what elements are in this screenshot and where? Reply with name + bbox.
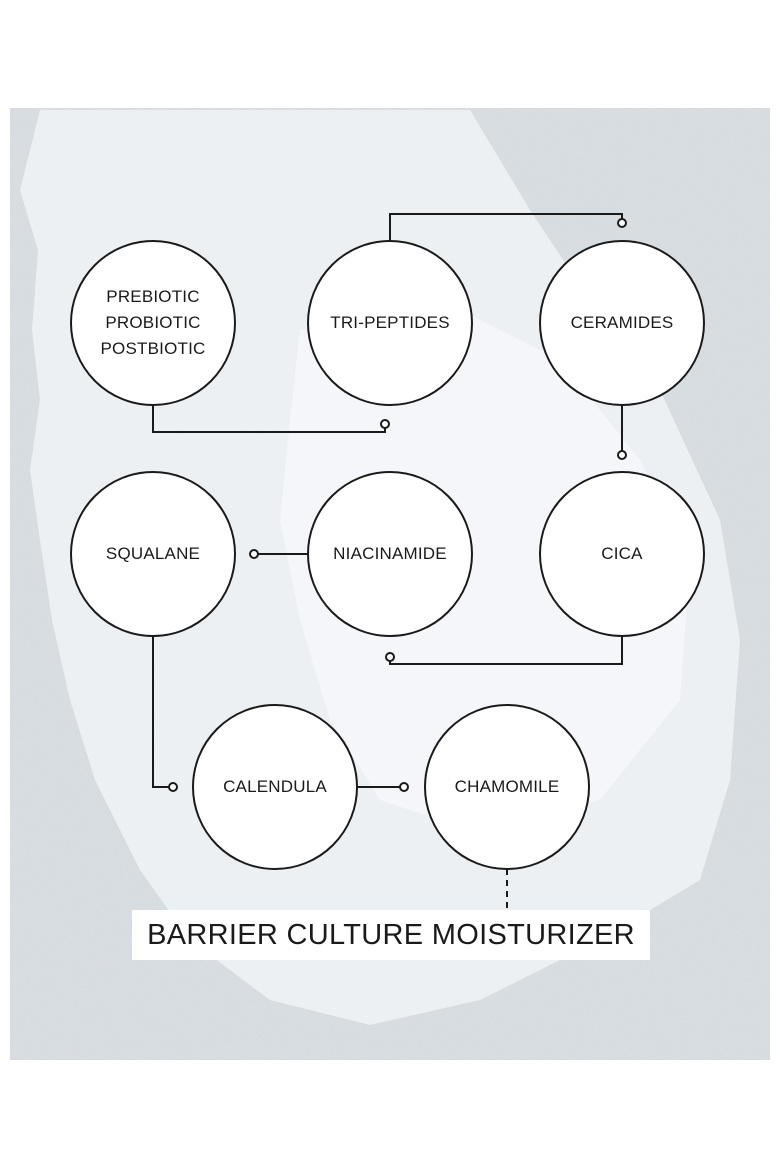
node-label-line: PREBIOTIC <box>106 287 200 306</box>
connector-dot-tri-peptides <box>380 419 390 429</box>
connector-dot-cica <box>617 450 627 460</box>
connector-dot-chamomile <box>399 782 409 792</box>
node-label-line: CHAMOMILE <box>454 777 560 796</box>
node-calendula <box>192 704 358 870</box>
node-niacinamide <box>307 471 473 637</box>
node-label-line: PROBIOTIC <box>105 313 201 332</box>
connector-dot-squalane <box>249 549 259 559</box>
node-label-line: CERAMIDES <box>570 313 674 332</box>
node-label-chamomile: CHAMOMILE <box>425 705 589 869</box>
node-label-line: CICA <box>601 544 643 563</box>
node-label-niacinamide: NIACINAMIDE <box>308 472 472 636</box>
node-squalane <box>70 471 236 637</box>
node-prebiotic <box>70 240 236 406</box>
node-label-ceramides: CERAMIDES <box>540 241 704 405</box>
connector-squalane-calendula <box>152 636 173 788</box>
node-label-cica: CICA <box>540 472 704 636</box>
node-label-squalane: SQUALANE <box>71 472 235 636</box>
node-label-prebiotic: PREBIOTIC PROBIOTIC POSTBIOTIC <box>71 241 235 405</box>
node-label-line: SQUALANE <box>105 544 201 563</box>
connector-dot-calendula <box>168 782 178 792</box>
node-label-tri-peptides: TRI-PEPTIDES <box>308 241 472 405</box>
node-label-line: TRI-PEPTIDES <box>330 313 450 332</box>
connector-dot-niacinamide <box>385 652 395 662</box>
node-label-line: NIACINAMIDE <box>333 544 447 563</box>
node-cica <box>539 471 705 637</box>
node-label-calendula: CALENDULA <box>193 705 357 869</box>
node-ceramides <box>539 240 705 406</box>
node-chamomile <box>424 704 590 870</box>
node-label-line: POSTBIOTIC <box>100 339 206 358</box>
connector-dot-ceramides <box>617 218 627 228</box>
node-label-line: CALENDULA <box>223 777 327 796</box>
node-tri-peptides <box>307 240 473 406</box>
product-title: BARRIER CULTURE MOISTURIZER <box>132 910 650 960</box>
